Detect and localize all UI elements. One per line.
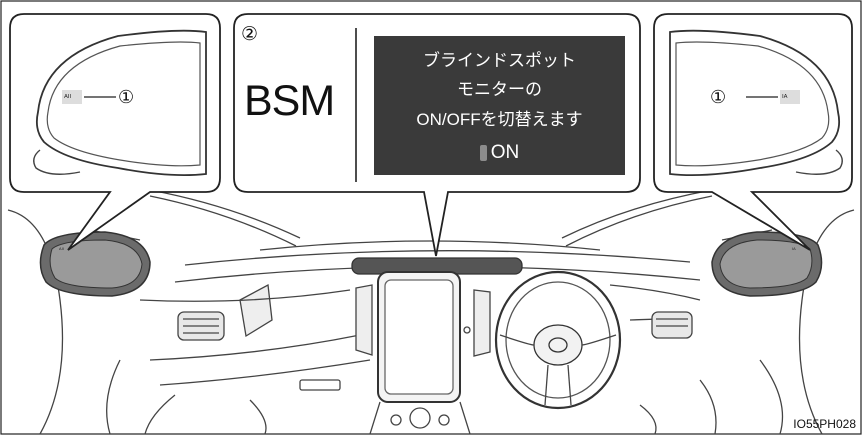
screen-line-2: モニターの (457, 80, 542, 99)
svg-text:ᴬᴵᴵ: ᴬᴵᴵ (64, 94, 72, 104)
side-mirror-left: ᴬᴵᴵ (39, 231, 151, 297)
left-mirror-zoom: ᴬᴵᴵ (9, 13, 221, 251)
callout-number-left: ① (118, 87, 135, 107)
panel-number: ② (241, 24, 259, 45)
screen-state-text: ON (490, 142, 520, 163)
side-mirror-right: ᴵᴬ (711, 231, 823, 297)
indicator-led-icon (479, 144, 487, 161)
svg-text:ᴬᴵᴵ: ᴬᴵᴵ (59, 247, 64, 254)
screen-state-row: ON (374, 143, 625, 162)
callout-number-right: ① (710, 87, 727, 107)
right-mirror-zoom: ᴵᴬ (653, 13, 853, 251)
multi-info-display: ブラインドスポット モニターの ON/OFFを切替えます ON (374, 36, 625, 175)
dashboard-scene (7, 189, 855, 435)
reference-code: IO55PH028 (793, 417, 856, 431)
svg-text:ᴵᴬ: ᴵᴬ (792, 247, 796, 254)
screen-line-3: ON/OFFを切替えます (416, 110, 583, 129)
svg-text:ᴵᴬ: ᴵᴬ (782, 94, 788, 104)
screen-line-1: ブラインドスポット (423, 51, 576, 70)
bsm-label: BSM (244, 77, 335, 125)
